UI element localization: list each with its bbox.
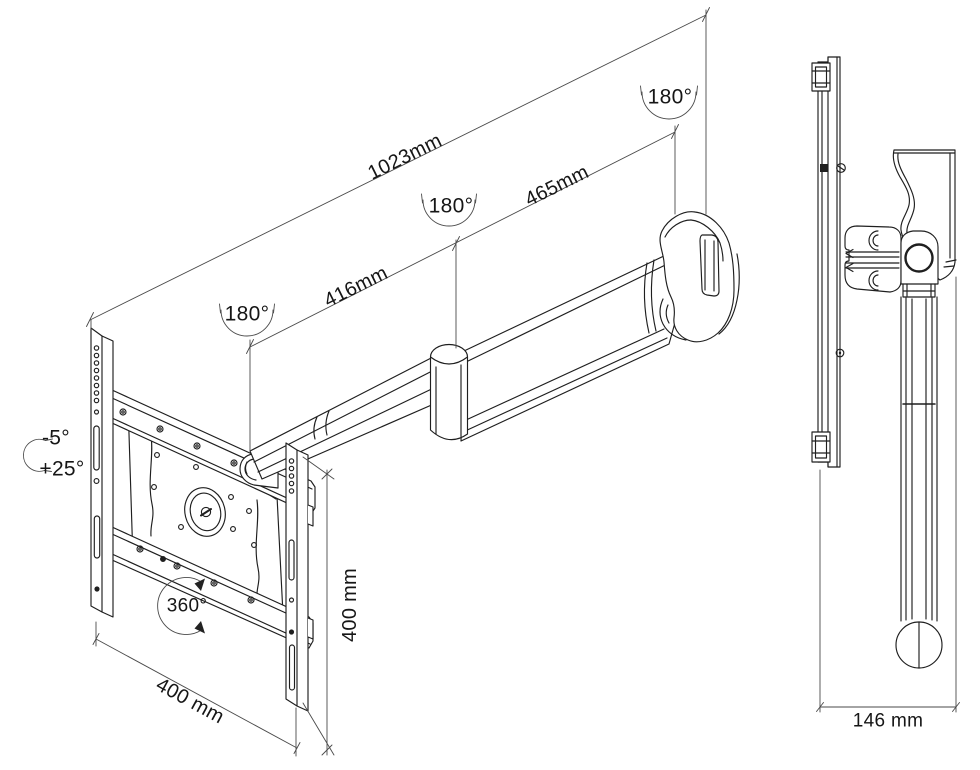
angle-label-tilt-up: -5° xyxy=(42,426,70,450)
side-bracket-fin xyxy=(892,149,957,281)
dim-416-465 xyxy=(246,124,679,452)
angle-label-mid-swivel: 180° xyxy=(428,194,474,218)
side-swivel-body xyxy=(844,225,902,293)
arc-tilt xyxy=(23,438,53,472)
dimension-label-depth: 146 mm xyxy=(852,710,924,732)
angle-label-tilt-down: +25° xyxy=(39,457,85,481)
side-arm-folded xyxy=(895,296,943,669)
arc-180-wall xyxy=(640,85,698,120)
dim-400-vertical xyxy=(302,456,335,756)
arc-360 xyxy=(157,577,205,635)
dim-400-horizontal xyxy=(92,621,301,757)
dim-1023 xyxy=(86,7,710,330)
dim-146 xyxy=(816,276,960,713)
vesa-rail-left xyxy=(90,327,114,618)
angle-label-rotation: 360° xyxy=(166,595,208,617)
dimension-label-vesa-height: 400 mm xyxy=(339,567,361,643)
arm-lower-tube xyxy=(249,354,444,480)
angle-label-wall-swivel: 180° xyxy=(647,85,693,109)
dimension-lines xyxy=(23,7,960,757)
wall-bracket xyxy=(659,211,740,343)
angle-label-plate-swivel: 180° xyxy=(224,302,270,326)
front-view xyxy=(90,211,740,712)
elbow-hinge xyxy=(429,343,469,441)
arm-upper-beam xyxy=(460,244,693,442)
side-pivot xyxy=(900,230,939,298)
rotation-hub xyxy=(184,487,226,537)
arc-180-mid xyxy=(421,193,477,227)
side-wall-plate xyxy=(811,56,846,468)
arc-180-plate xyxy=(219,303,275,337)
side-view xyxy=(811,56,957,669)
tv-rail-bottom xyxy=(111,526,314,649)
vesa-rail-right xyxy=(285,442,314,712)
